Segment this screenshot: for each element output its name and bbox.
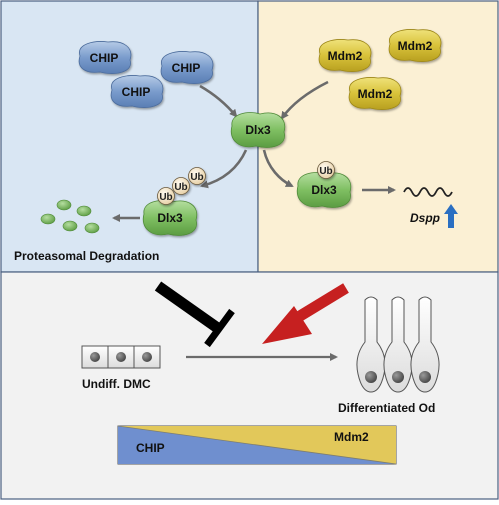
gradient-chip-label: CHIP: [136, 441, 165, 455]
mdm2-label: Mdm2: [328, 49, 363, 63]
mdm2-protein: [348, 77, 402, 110]
odontoblast-cells: [356, 296, 440, 393]
chip-protein: [78, 41, 132, 74]
ub-label: Ub: [159, 192, 172, 203]
dlx3-to-ub-arrow: [200, 149, 248, 189]
degraded-fragments: [40, 199, 100, 234]
ub-label: Ub: [174, 182, 187, 193]
dlx3-protein: [296, 172, 352, 208]
left-panel: [0, 0, 259, 273]
undifferentiated-label: Undiff. DMC: [82, 377, 151, 391]
chip-protein: [160, 51, 214, 84]
ub-label: Ub: [190, 172, 203, 183]
ubiquitin: [317, 161, 335, 179]
ubiquitin: [172, 177, 190, 195]
chip-label: CHIP: [90, 51, 119, 65]
chip-label: CHIP: [122, 85, 151, 99]
dlx3-to-mdm2-arrow: [262, 149, 294, 188]
dlx3-label: Dlx3: [311, 183, 337, 197]
mdm2-label: Mdm2: [398, 39, 433, 53]
upregulation-arrow: [444, 204, 458, 228]
dlx3-label: Dlx3: [157, 211, 183, 225]
mdm2-to-dlx3-arrow: [280, 80, 329, 120]
chip-inhibition-arrow: [154, 281, 235, 348]
dspp-label: Dspp: [410, 211, 440, 225]
ub-label: Ub: [319, 166, 332, 177]
dlx3-label: Dlx3: [245, 123, 271, 137]
proteasomal-degradation-label: Proteasomal Degradation: [14, 249, 159, 263]
mdm2-protein: [318, 39, 372, 72]
mdm2-activation-arrow: [262, 283, 349, 344]
mdm2-protein: [388, 29, 442, 62]
gradient-bar: [117, 425, 397, 465]
right-panel: [257, 0, 499, 273]
ubiquitin: [188, 167, 206, 185]
undifferentiated-cells: [81, 345, 161, 369]
chip-label: CHIP: [172, 61, 201, 75]
chip-to-dlx3-arrow: [199, 84, 238, 118]
ubiquitin: [157, 187, 175, 205]
mdm2-label: Mdm2: [358, 87, 393, 101]
dlx3-protein: [230, 112, 286, 148]
gradient-mdm2-label: Mdm2: [334, 430, 369, 444]
differentiated-label: Differentiated Od: [338, 401, 435, 415]
mrna-wave: [403, 187, 453, 197]
chip-protein: [110, 75, 164, 108]
